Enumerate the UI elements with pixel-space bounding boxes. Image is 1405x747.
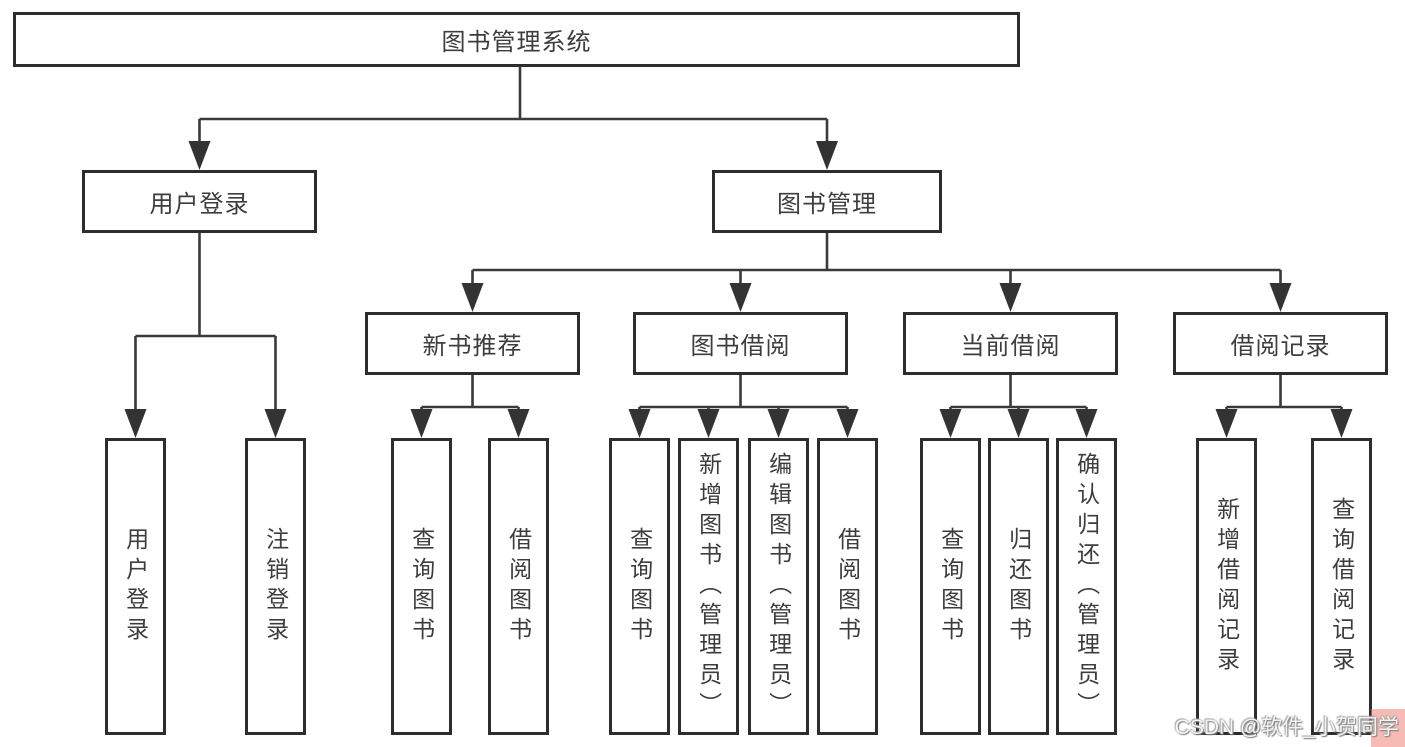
- node-user-login: 用户登录: [82, 170, 317, 233]
- arrowhead-icon: [836, 409, 859, 438]
- arrowhead-icon: [461, 283, 484, 312]
- arrowhead-icon: [1007, 409, 1030, 438]
- arrowhead-icon: [188, 141, 211, 170]
- arrowhead-icon: [767, 409, 790, 438]
- arrowhead-icon: [1075, 409, 1098, 438]
- node-book-management: 图书管理: [712, 170, 942, 233]
- node-borrow-record: 借阅记录: [1173, 312, 1388, 375]
- arrowhead-icon: [999, 283, 1022, 312]
- connector-root-to-level2: [188, 67, 838, 170]
- leaf-edit-book-admin-label: 编辑图书（管理员）: [765, 451, 792, 722]
- node-root: 图书管理系统: [13, 12, 1020, 67]
- leaf-edit-book-admin: 编辑图书（管理员）: [748, 438, 809, 735]
- leaf-confirm-return-admin: 确认归还（管理员）: [1056, 438, 1117, 735]
- leaf-user-login: 用户登录: [105, 438, 166, 735]
- connector-new-book-children: [410, 375, 530, 438]
- node-new-book-recommend-label: 新书推荐: [422, 333, 523, 360]
- leaf-return-book-label: 归还图书: [1005, 526, 1032, 647]
- connector-user-login-children: [124, 233, 287, 438]
- arrowhead-icon: [410, 409, 433, 438]
- leaf-add-book-admin: 新增图书（管理员）: [678, 438, 739, 735]
- node-current-borrow: 当前借阅: [903, 312, 1118, 375]
- node-new-book-recommend: 新书推荐: [365, 312, 580, 375]
- arrowhead-icon: [1269, 283, 1292, 312]
- leaf-add-borrow-record: 新增借阅记录: [1196, 438, 1257, 735]
- watermark-accent: [1371, 709, 1405, 747]
- connector-current-borrow-children: [939, 375, 1098, 438]
- arrowhead-icon: [628, 409, 651, 438]
- leaf-return-book: 归还图书: [988, 438, 1049, 735]
- leaf-logout-label: 注销登录: [262, 526, 289, 647]
- node-book-borrow: 图书借阅: [633, 312, 848, 375]
- arrowhead-icon: [1330, 409, 1353, 438]
- leaf-query-borrow-record: 查询借阅记录: [1311, 438, 1372, 735]
- arrowhead-icon: [939, 409, 962, 438]
- leaf-borrow-book-2: 借阅图书: [817, 438, 878, 735]
- node-root-label: 图书管理系统: [441, 29, 592, 56]
- leaf-query-book-2: 查询图书: [609, 438, 670, 735]
- node-book-management-label: 图书管理: [777, 191, 877, 218]
- leaf-borrow-book-1-label: 借阅图书: [505, 526, 532, 647]
- leaf-borrow-book-2-label: 借阅图书: [834, 526, 861, 647]
- connector-book-mgmt-children: [461, 233, 1292, 312]
- connector-borrow-record-children: [1215, 375, 1353, 438]
- watermark: CSDN @软件_小贺同学: [1174, 716, 1399, 739]
- leaf-query-book-1: 查询图书: [391, 438, 452, 735]
- leaf-borrow-book-1: 借阅图书: [488, 438, 549, 735]
- arrowhead-icon: [264, 409, 287, 438]
- arrowhead-icon: [124, 409, 147, 438]
- leaf-query-book-3-label: 查询图书: [937, 526, 964, 647]
- arrowhead-icon: [697, 409, 720, 438]
- connector-book-borrow-children: [628, 375, 859, 438]
- leaf-query-book-3: 查询图书: [920, 438, 981, 735]
- leaf-add-book-admin-label: 新增图书（管理员）: [695, 451, 722, 722]
- leaf-add-borrow-record-label: 新增借阅记录: [1213, 496, 1240, 677]
- leaf-query-book-1-label: 查询图书: [408, 526, 435, 647]
- leaf-logout: 注销登录: [245, 438, 306, 735]
- arrowhead-icon: [1215, 409, 1238, 438]
- node-borrow-record-label: 借阅记录: [1230, 333, 1331, 360]
- node-user-login-label: 用户登录: [149, 191, 250, 218]
- leaf-confirm-return-admin-label: 确认归还（管理员）: [1073, 451, 1100, 722]
- node-book-borrow-label: 图书借阅: [690, 333, 791, 360]
- arrowhead-icon: [816, 141, 838, 170]
- leaf-user-login-label: 用户登录: [122, 526, 149, 647]
- leaf-query-borrow-record-label: 查询借阅记录: [1328, 496, 1355, 677]
- leaf-query-book-2-label: 查询图书: [626, 526, 653, 647]
- arrowhead-icon: [729, 283, 752, 312]
- arrowhead-icon: [507, 409, 530, 438]
- node-current-borrow-label: 当前借阅: [960, 333, 1061, 360]
